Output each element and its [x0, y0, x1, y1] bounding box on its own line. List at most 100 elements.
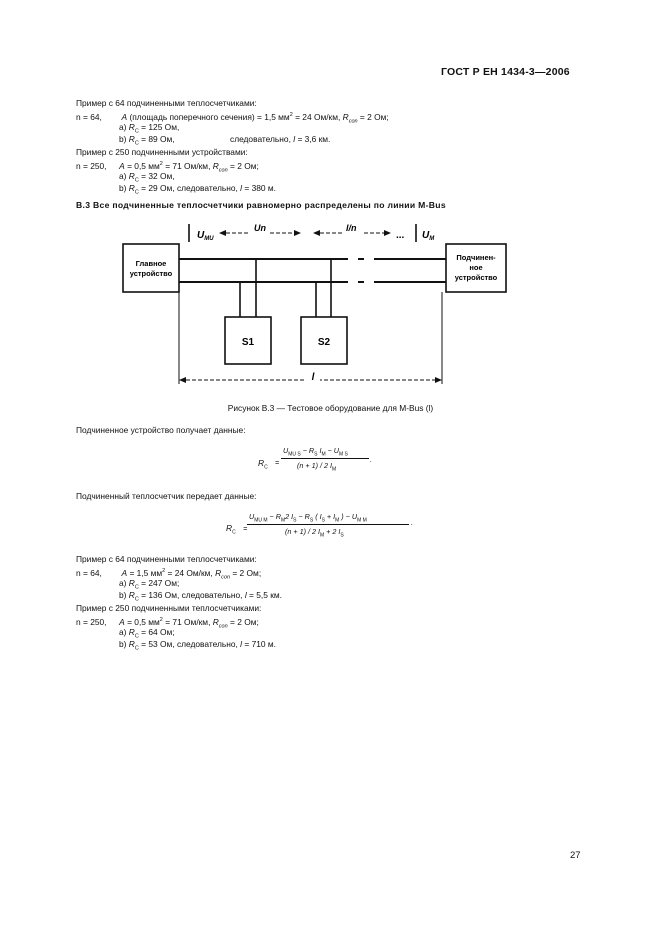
rcon-symbol: R — [342, 111, 349, 122]
rc-sub: C — [134, 584, 139, 591]
s2-label: S2 — [318, 337, 331, 348]
result-a-value: = 32 Ом, — [141, 171, 175, 181]
rc-sub: C — [134, 596, 139, 603]
result-b: b) RC = 29 Ом, следовательно, l = 380 м. — [119, 183, 276, 199]
rc-symbol: R — [128, 627, 135, 637]
rc-symbol: R — [128, 122, 135, 132]
area-sup: 2 — [162, 568, 166, 574]
result-a-value: = 125 Ом, — [141, 122, 180, 132]
length-value: = 380 м. — [244, 183, 276, 193]
length-value: = 3,6 км. — [297, 134, 331, 144]
end-slave-device-box — [445, 243, 507, 293]
formula1-lhs-r: RC — [258, 458, 268, 471]
rcon-value: = 2 Ом; — [230, 616, 259, 627]
example-title: Пример с 250 подчиненными теплосчетчикам… — [76, 603, 262, 613]
master-label-line2: устройство — [130, 269, 173, 278]
formula2-intro: Подчиненный теплосчетчик передает данные… — [76, 491, 257, 501]
n-value: n = 64, — [76, 111, 102, 122]
rcon-value: = 2 Ом; — [359, 111, 389, 122]
result-b-label: b) — [119, 639, 127, 649]
result-a-label: a) — [119, 578, 127, 588]
rc-symbol: R — [128, 183, 135, 193]
area-symbol: A — [121, 567, 128, 578]
result-a: a) RC = 32 Ом, — [119, 171, 175, 187]
rcon-value: = 2 Ом; — [230, 160, 259, 171]
rc-symbol: R — [128, 171, 135, 181]
example-condition: n = 250, A = 0,5 мм2 = 71 Ом/км, Rcon = … — [76, 615, 259, 632]
example-title: Пример с 64 подчиненными теплосчетчиками… — [76, 554, 257, 564]
example-condition: n = 64, A = 1,5 мм2 = 24 Ом/км, Rcon = 2… — [76, 566, 261, 583]
length-value: = 5,5 км. — [249, 590, 282, 600]
area-rest: = 71 Ом/км, — [165, 616, 211, 627]
formula1-numerator: UMU S − RS IM − UM S — [283, 446, 348, 458]
dots-label: ... — [396, 230, 405, 241]
result-b-value: = 29 Ом, следовательно, — [141, 183, 238, 193]
length-symbol: l — [240, 183, 243, 193]
result-b-value: = 136 Ом, следовательно, — [141, 590, 243, 600]
formula2-denominator: (n + 1) / 2 IM + 2 IS — [285, 527, 344, 539]
rcon-symbol: R — [212, 616, 219, 627]
result-a-value: = 64 Ом; — [141, 627, 175, 637]
length-symbol: l — [240, 639, 243, 649]
rcon-sub: con — [218, 167, 228, 174]
rc-sub: C — [134, 128, 139, 135]
page-number: 27 — [570, 850, 581, 861]
result-a-label: a) — [119, 171, 127, 181]
rc-symbol: R — [128, 134, 135, 144]
s2-box — [300, 316, 348, 365]
figure-caption: Рисунок B.3 — Тестовое оборудование для … — [227, 403, 434, 413]
formula1-intro: Подчиненное устройство получает данные: — [76, 425, 246, 435]
section-title: Все подчиненные теплосчетчики равномерно… — [92, 200, 446, 210]
area-sup: 2 — [289, 112, 293, 118]
example-title: Пример с 64 подчиненными теплосчетчиками… — [76, 98, 257, 108]
un-label: Un — [254, 223, 266, 233]
slave-label-line2: ное — [469, 263, 482, 272]
formula2-lhs: RC = — [226, 518, 247, 536]
result-a: a) RC = 247 Ом; — [119, 578, 179, 594]
result-b-then: следовательно, — [230, 134, 291, 144]
rcon-symbol: R — [215, 567, 222, 578]
area-sup: 2 — [159, 617, 163, 623]
result-a-label: a) — [119, 627, 127, 637]
length-value: = 710 м. — [244, 639, 276, 649]
area-symbol: A — [119, 160, 125, 171]
n-value: n = 250, — [76, 616, 107, 627]
u-m-label: UM — [422, 230, 435, 242]
formula1-fraction-bar — [281, 458, 369, 459]
rcon-sub: con — [221, 574, 231, 581]
area-text: (площадь поперечного сечения) = 1,5 мм — [129, 111, 290, 122]
s1-box — [224, 316, 272, 365]
formula2-eq: = — [243, 524, 248, 533]
rc-sub: C — [134, 177, 139, 184]
rc-symbol: R — [128, 578, 135, 588]
s1-label: S1 — [242, 337, 255, 348]
result-b: b) RC = 53 Ом, следовательно, l = 710 м. — [119, 639, 276, 655]
result-b-label: b) — [119, 183, 127, 193]
result-a-label: a) — [119, 122, 127, 132]
slave-label-line1: Подчинен- — [456, 253, 496, 262]
example-condition: n = 64, A (площадь поперечного сечения) … — [76, 110, 389, 127]
formula2-numerator: UMU M − RM2 IS − RS ( IS + IM ) − UM M — [249, 512, 367, 524]
example-condition: n = 250, A = 0,5 мм2 = 71 Ом/км, Rcon = … — [76, 159, 259, 176]
formula2-fraction-bar — [247, 524, 409, 525]
result-a: a) RC = 64 Ом; — [119, 627, 175, 643]
rcon-sub: con — [218, 623, 228, 630]
result-b-label: b) — [119, 134, 127, 144]
area-text: = 0,5 мм — [127, 160, 160, 171]
rc-sub: C — [134, 189, 139, 196]
result-b-label: b) — [119, 590, 127, 600]
formula2-lhs-r: RC — [226, 523, 236, 536]
document-id: ГОСТ Р ЕН 1434-3—2006 — [441, 66, 570, 78]
area-rest: = 24 Ом/км, — [167, 567, 213, 578]
rc-sub: C — [134, 633, 139, 640]
area-text: = 0,5 мм — [127, 616, 160, 627]
n-value: n = 64, — [76, 567, 102, 578]
u-mu-label: UMU — [197, 230, 214, 242]
area-sup: 2 — [159, 161, 163, 167]
result-b: b) RC = 89 Ом, — [119, 134, 175, 150]
rc-symbol: R — [128, 590, 135, 600]
rc-sub: C — [134, 645, 139, 652]
rc-sub: C — [134, 140, 139, 147]
length-symbol: l — [244, 590, 247, 600]
mbus-test-diagram: UMU Un l/n ... UM Главное устройство Под… — [122, 223, 507, 384]
